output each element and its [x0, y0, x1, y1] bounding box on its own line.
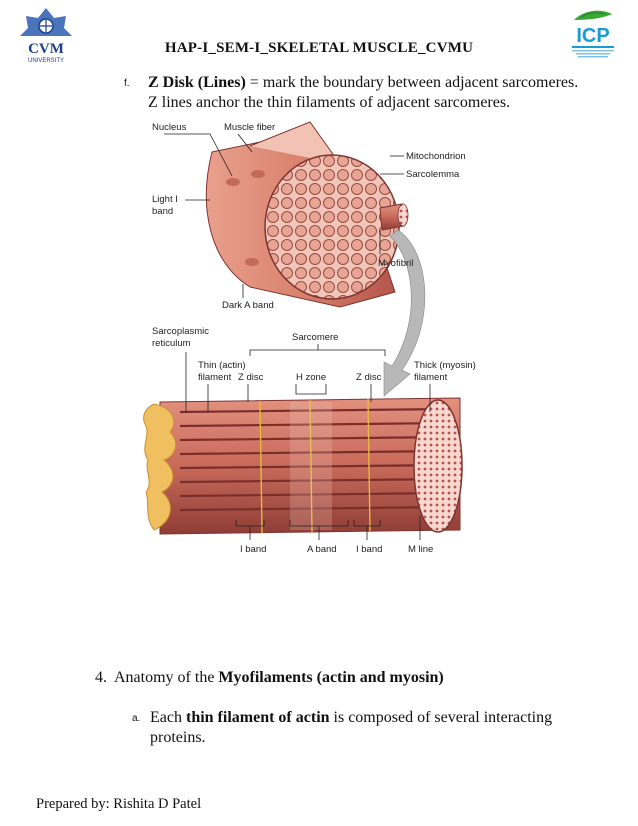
- term-thin-filament: thin filament of actin: [185, 709, 330, 726]
- label-sarcoplasmic-1: Sarcoplasmic: [152, 326, 209, 337]
- label-nucleus: Nucleus: [152, 122, 187, 133]
- icp-college-logo-icon: ICP: [572, 10, 614, 58]
- label-i-band-right: I band: [356, 544, 382, 555]
- label-thick-filament-1: Thick (myosin): [414, 360, 476, 371]
- label-h-zone: H zone: [296, 372, 326, 383]
- section-4-text: Anatomy of the Myofilaments (actin and m…: [114, 668, 614, 688]
- sarcoplasmic-reticulum-icon: [143, 403, 177, 531]
- label-a-band: A band: [307, 544, 337, 555]
- label-z-disc-right: Z disc: [356, 372, 382, 383]
- label-m-line: M line: [408, 544, 433, 555]
- label-light-i-band-2: band: [152, 206, 173, 217]
- zoom-arrow-icon: [383, 229, 426, 397]
- section-4a-prefix: Each: [150, 709, 186, 726]
- section-4-prefix: Anatomy of the: [114, 669, 219, 686]
- section-f-line-1: Z Disk (Lines) = mark the boundary betwe…: [148, 73, 618, 93]
- section-f-rest: = mark the boundary between adjacent sar…: [245, 74, 579, 91]
- list-marker-f: f.: [124, 78, 130, 89]
- term-z-disk: Z Disk (Lines): [148, 74, 246, 91]
- label-myofibril: Myofibril: [378, 258, 413, 269]
- page-header-title: HAP-I_SEM-I_SKELETAL MUSCLE_CVMU: [164, 40, 474, 56]
- footer-author: Prepared by: Rishita D Patel: [36, 796, 202, 812]
- list-marker-a: a.: [132, 713, 141, 724]
- label-thick-filament-2: filament: [414, 372, 448, 383]
- label-i-band-left: I band: [240, 544, 266, 555]
- label-thin-filament-2: filament: [198, 372, 232, 383]
- muscle-fiber-illustration: [205, 121, 409, 308]
- myofibril-illustration: [143, 397, 463, 535]
- cvm-university-logo-icon: CVM UNIVERSITY: [20, 8, 72, 64]
- label-sarcolemma: Sarcolemma: [406, 169, 460, 180]
- section-4a-rest: is composed of several interacting: [329, 709, 553, 726]
- label-z-disc-left: Z disc: [238, 372, 264, 383]
- label-muscle-fiber: Muscle fiber: [224, 122, 275, 133]
- cvm-logo-text: CVM: [28, 41, 64, 57]
- section-f-line-2: Z lines anchor the thin filaments of adj…: [148, 94, 511, 111]
- term-myofilaments: Myofilaments (actin and myosin): [218, 669, 444, 686]
- label-thin-filament-1: Thin (actin): [198, 360, 246, 371]
- label-sarcomere: Sarcomere: [292, 332, 338, 343]
- section-f-text: Z Disk (Lines) = mark the boundary betwe…: [148, 73, 618, 113]
- label-sarcoplasmic-2: reticulum: [152, 338, 191, 349]
- icp-logo-text: ICP: [576, 25, 609, 47]
- label-light-i-band-1: Light I: [152, 194, 178, 205]
- section-4a-line-2: proteins.: [150, 729, 206, 746]
- label-dark-a-band: Dark A band: [222, 300, 274, 311]
- cvm-logo-subtext: UNIVERSITY: [28, 58, 64, 64]
- section-4a-text: Each thin filament of actin is composed …: [150, 708, 610, 748]
- muscle-fiber-diagram: Nucleus Muscle fiber Mitochondrion Sarco…: [143, 121, 476, 555]
- section-4a-line-1: Each thin filament of actin is composed …: [150, 708, 610, 728]
- label-mitochondrion: Mitochondrion: [406, 151, 466, 162]
- list-marker-4: 4.: [95, 669, 107, 686]
